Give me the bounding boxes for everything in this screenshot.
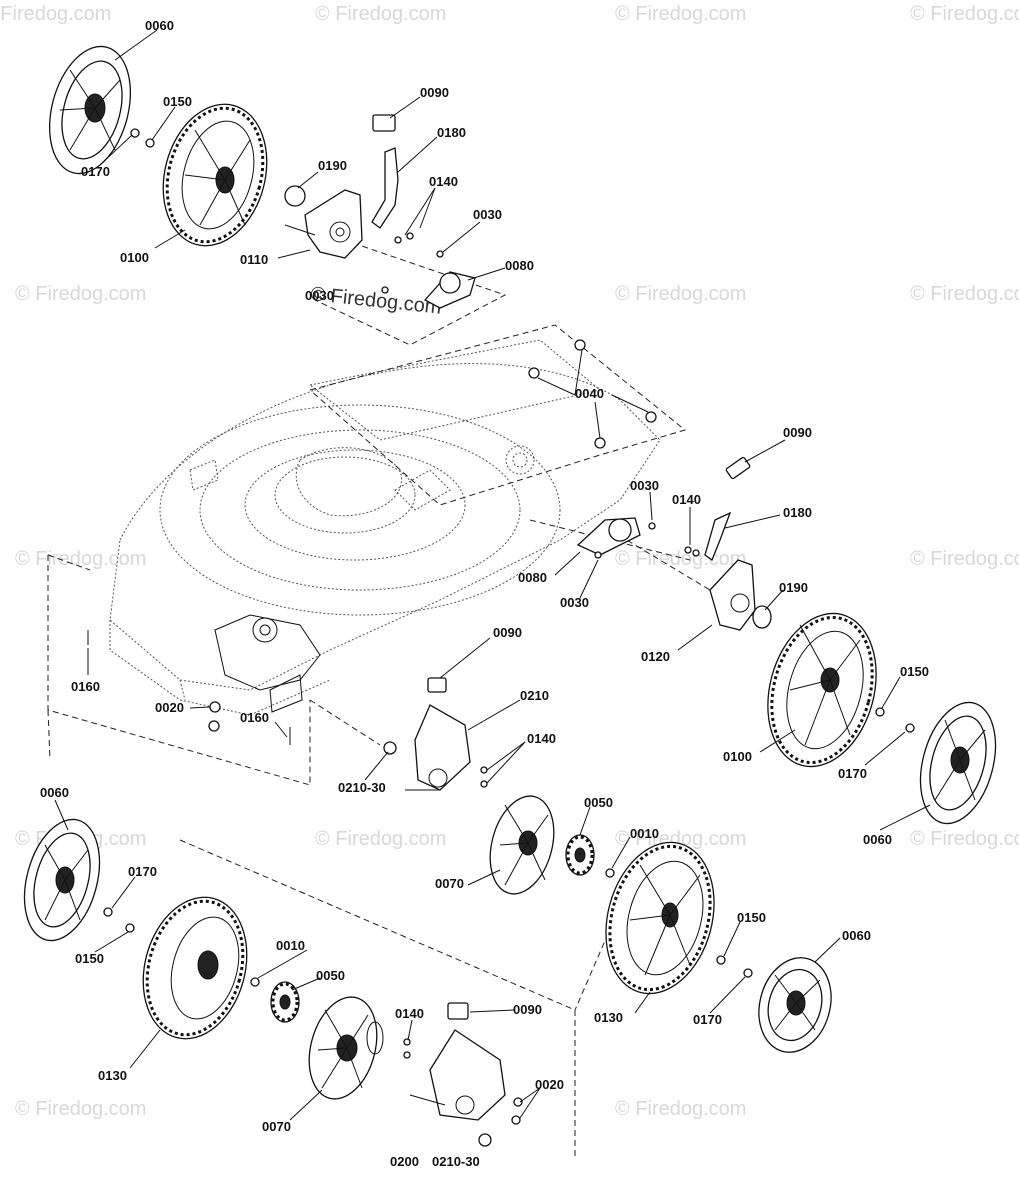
- watermark: © Firedog.com: [615, 1098, 746, 1120]
- mower-deck: [109, 339, 661, 716]
- part-label: 0030: [630, 478, 659, 493]
- watermark: © Firedog.com: [615, 3, 746, 25]
- watermark: © Firedog.com: [15, 548, 146, 570]
- part-label: 0160: [240, 710, 269, 725]
- part-label: 0090: [513, 1002, 542, 1017]
- part-label: 0060: [145, 18, 174, 33]
- part-label: 0190: [318, 158, 347, 173]
- watermark-layer: © Firedog.com © Firedog.com © Firedog.co…: [0, 3, 1019, 1120]
- hubcap-mid-right: [919, 701, 997, 825]
- watermark: © Firedog.com: [0, 3, 111, 25]
- hubcap-top-left: [48, 45, 132, 175]
- part-label: 0030: [560, 595, 589, 610]
- link-arm-top: [423, 271, 476, 309]
- part-label: 0090: [783, 425, 812, 440]
- part-label: 0150: [163, 94, 192, 109]
- part-label: 0130: [594, 1010, 623, 1025]
- part-label: 0020: [535, 1077, 564, 1092]
- watermark: © Firedog.com: [15, 283, 146, 305]
- wheel-bottom-left: [142, 896, 248, 1040]
- part-label: 0020: [155, 700, 184, 715]
- watermark: © Firedog.com: [910, 283, 1019, 305]
- bracket-mid-right: [704, 456, 772, 631]
- pinion-gear-center: [565, 834, 595, 876]
- part-label: 0030: [473, 207, 502, 222]
- part-label: 0210-30: [338, 780, 386, 795]
- drive-disc-bottom: [308, 996, 384, 1100]
- wheel-bottom-center: [605, 841, 715, 995]
- leader-lines: [54, 29, 931, 1121]
- part-label: 0060: [863, 832, 892, 847]
- part-label: 0050: [584, 795, 613, 810]
- watermark: © Firedog.com: [15, 1098, 146, 1120]
- part-label: 0150: [75, 951, 104, 966]
- pinion-gear-bottom: [270, 981, 300, 1023]
- lever-top: [371, 114, 399, 229]
- part-label: 0060: [842, 928, 871, 943]
- part-label: 0140: [527, 731, 556, 746]
- part-label: 0080: [505, 258, 534, 273]
- part-label: 0140: [429, 174, 458, 189]
- part-label: 0040: [575, 386, 604, 401]
- drive-disc-center: [489, 795, 555, 895]
- bracket-bottom: [409, 1002, 506, 1121]
- watermark: © Firedog.com: [315, 828, 446, 850]
- part-label: 0100: [120, 250, 149, 265]
- part-label: 0210-30: [432, 1154, 480, 1169]
- watermark: © Firedog.com: [910, 828, 1019, 850]
- bracket-center: [405, 677, 471, 791]
- hubcap-bottom-left: [23, 818, 101, 942]
- watermark: © Firedog.com: [615, 828, 746, 850]
- part-label: 0010: [630, 826, 659, 841]
- wheel-top-left: [162, 103, 268, 247]
- part-label: 0150: [737, 910, 766, 925]
- part-label: 0050: [316, 968, 345, 983]
- part-label: 0180: [437, 125, 466, 140]
- part-label: 0070: [435, 876, 464, 891]
- part-label: 0170: [838, 766, 867, 781]
- part-label: 0130: [98, 1068, 127, 1083]
- part-label: 0060: [40, 785, 69, 800]
- part-label: 0100: [723, 749, 752, 764]
- part-label: 0170: [693, 1012, 722, 1027]
- part-label: 0090: [493, 625, 522, 640]
- part-label: 0140: [672, 492, 701, 507]
- part-label: 0210: [520, 688, 549, 703]
- part-label: 0180: [783, 505, 812, 520]
- part-label: 0070: [262, 1119, 291, 1134]
- bracket-top-left: [284, 185, 363, 259]
- hardware-bits: [87, 128, 915, 1147]
- part-label: 0090: [420, 85, 449, 100]
- part-label: 0170: [128, 864, 157, 879]
- watermark: © Firedog.com: [615, 548, 746, 570]
- part-label: 0150: [900, 664, 929, 679]
- part-label: 0030: [305, 288, 334, 303]
- part-label: 0110: [240, 252, 268, 267]
- part-label: 0190: [779, 580, 808, 595]
- part-label: 0120: [641, 649, 670, 664]
- watermark: © Firedog.com: [315, 3, 446, 25]
- part-label: 0080: [518, 570, 547, 585]
- watermark: © Firedog.com: [910, 548, 1019, 570]
- part-label: 0010: [276, 938, 305, 953]
- watermark: © Firedog.com: [615, 283, 746, 305]
- part-label: 0200: [390, 1154, 419, 1169]
- part-label: 0140: [395, 1006, 424, 1021]
- hubcap-bottom-right: [758, 957, 832, 1053]
- part-label: 0160: [71, 679, 100, 694]
- wheel-mid-right: [767, 612, 877, 768]
- part-labels: 0060 0150 0170 0100 0190 0110 0030 0090 …: [40, 18, 929, 1169]
- watermark: © Firedog.com: [910, 3, 1019, 25]
- part-label: 0170: [81, 164, 110, 179]
